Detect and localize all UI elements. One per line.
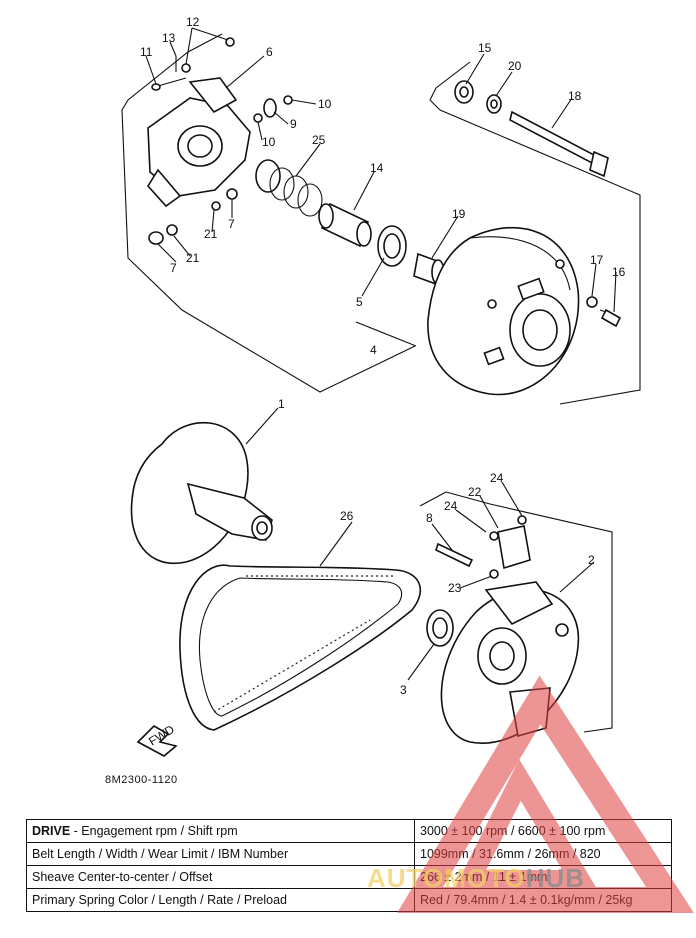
callout-2: 2 — [588, 553, 595, 567]
spec-label-text: Belt Length / Width / Wear Limit / IBM N… — [32, 847, 289, 861]
washer-12 — [181, 63, 191, 73]
bearing-5 — [377, 225, 407, 267]
bracket-22 — [489, 515, 531, 570]
callout-14: 14 — [370, 161, 384, 175]
spec-label-text: Primary Spring Color / Length / Rate / P… — [32, 893, 287, 907]
callout-7b: 7 — [170, 261, 177, 275]
washer-10a — [283, 95, 293, 105]
watermark-text-hub: HUB — [525, 863, 586, 893]
callout-18: 18 — [568, 89, 582, 103]
drive-belt-26 — [179, 564, 422, 731]
bolt-18 — [509, 110, 609, 178]
spec-label-text: - Engagement rpm / Shift rpm — [70, 824, 238, 838]
bearing-3 — [426, 609, 454, 647]
washer-21a — [211, 201, 221, 211]
spec-label-text: Sheave Center-to-center / Offset — [32, 870, 213, 884]
callout-22: 22 — [468, 485, 482, 499]
callout-23: 23 — [448, 581, 462, 595]
watermark-text: AUTOMOTOHUB — [367, 863, 585, 894]
fixed-sheave-1 — [130, 421, 273, 565]
group-outline-right — [429, 61, 471, 111]
diagram-code: 8M2300-1120 — [105, 774, 178, 786]
callout-24a: 24 — [444, 499, 458, 513]
callout-13: 13 — [162, 31, 176, 45]
spec-value: 3000 ± 100 rpm / 6600 ± 100 rpm — [414, 819, 672, 843]
callout-20: 20 — [508, 59, 522, 73]
callout-3: 3 — [400, 683, 407, 697]
movable-sheave-4 — [427, 226, 580, 396]
washer-10b — [253, 113, 263, 123]
group-outline-right2 — [439, 109, 641, 405]
callout-5: 5 — [356, 295, 363, 309]
nut-7a — [226, 188, 238, 200]
callout-24b: 24 — [490, 471, 504, 485]
exploded-parts-diagram: FWD — [121, 15, 641, 757]
watermark-text-main: AUTOMOTO — [367, 863, 526, 893]
spider-hub — [147, 77, 251, 208]
fwd-arrow: FWD — [136, 722, 178, 757]
spec-label: DRIVE - Engagement rpm / Shift rpm — [26, 819, 415, 843]
spec-row: DRIVE - Engagement rpm / Shift rpm 3000 … — [26, 819, 672, 843]
group-outline-top — [121, 33, 416, 393]
callout-6: 6 — [266, 45, 273, 59]
spec-label: Primary Spring Color / Length / Rate / P… — [26, 888, 415, 912]
washer-21b — [166, 224, 178, 236]
spec-label-bold: DRIVE — [32, 824, 71, 838]
callout-10b: 10 — [262, 135, 276, 149]
callout-15: 15 — [478, 41, 492, 55]
callout-8: 8 — [426, 511, 433, 525]
callout-10a: 10 — [318, 97, 332, 111]
callout-4: 4 — [370, 343, 377, 357]
leader-lines — [145, 27, 617, 681]
secondary-sheave-2 — [440, 581, 580, 744]
callout-21b: 21 — [186, 251, 200, 265]
cap-7b — [148, 231, 164, 245]
callout-16: 16 — [612, 265, 626, 279]
callout-21a: 21 — [204, 227, 218, 241]
washer-20 — [486, 94, 502, 114]
callout-25: 25 — [312, 133, 326, 147]
pin-8 — [435, 542, 474, 568]
nut-17 — [586, 296, 598, 308]
callout-7a: 7 — [228, 217, 235, 231]
callout-11: 11 — [140, 45, 153, 59]
spec-label: Belt Length / Width / Wear Limit / IBM N… — [26, 842, 415, 866]
callout-17: 17 — [590, 253, 604, 267]
callout-19: 19 — [452, 207, 466, 221]
callout-9: 9 — [290, 117, 297, 131]
leader-1-extend — [419, 491, 447, 507]
washer-15 — [454, 80, 474, 104]
callout-12: 12 — [186, 15, 200, 29]
bolt-11 — [151, 77, 187, 91]
roller-9 — [263, 98, 277, 118]
spec-label: Sheave Center-to-center / Offset — [26, 865, 415, 889]
callout-1: 1 — [278, 397, 285, 411]
bolt-16 — [599, 308, 622, 328]
callout-26: 26 — [340, 509, 354, 523]
bushing-14 — [318, 202, 372, 248]
primary-spring-25 — [255, 159, 323, 217]
